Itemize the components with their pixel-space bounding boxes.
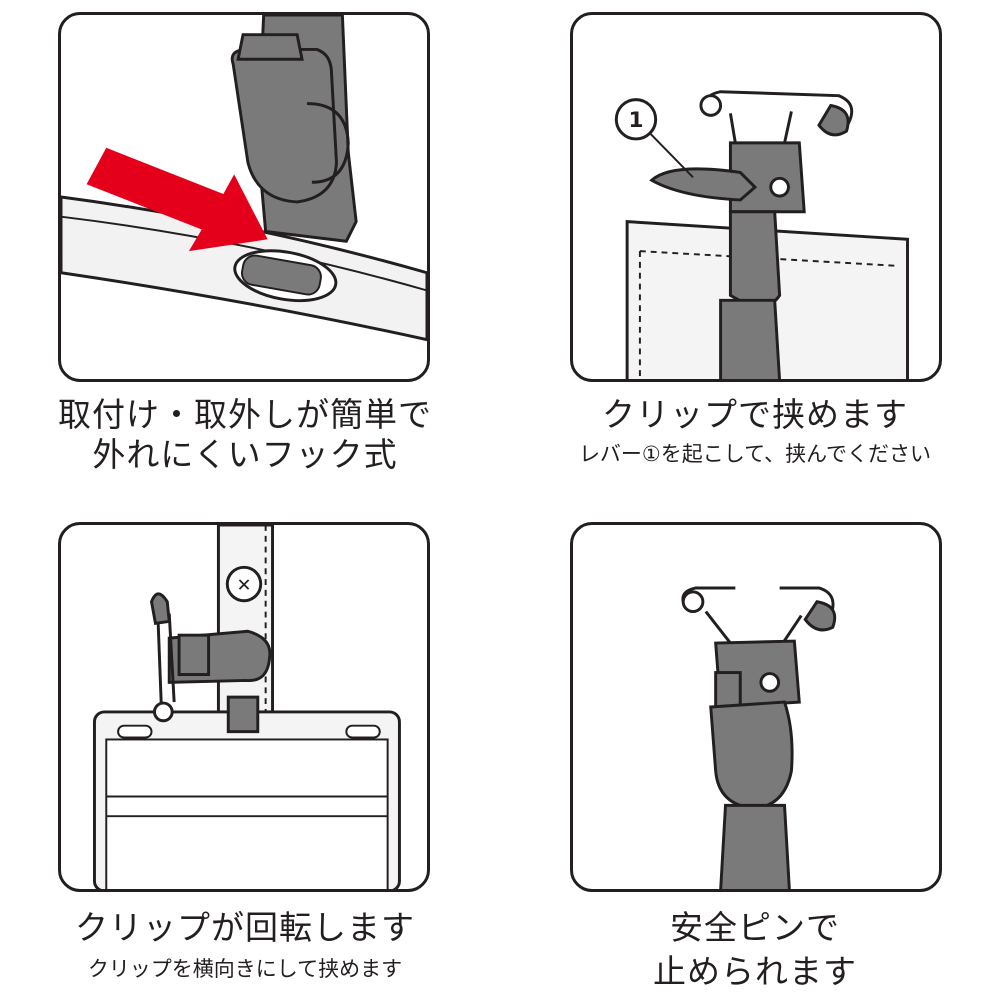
panel-hook [58,12,430,382]
pin-illustration [681,586,837,889]
caption-hook-line2: 外れにくいフック式 [92,435,398,474]
caption-clip-sub: レバー①を起こして、挟んでください [578,442,932,466]
panel-pin [570,522,942,892]
hook-illustration [61,15,427,342]
caption-hook: 取付け・取外しが簡単で 外れにくいフック式 [40,395,450,475]
caption-pin-line1: 安全ピンで [670,908,840,947]
caption-clip-line1: クリップで挟めます [602,395,908,434]
caption-hook-line1: 取付け・取外しが簡単で [58,395,432,434]
caption-rotate-line1: クリップが回転します [75,908,415,947]
caption-rotate: クリップが回転します クリップを横向きにして挟めます [40,908,450,982]
caption-rotate-sub: クリップを横向きにして挟めます [87,957,403,981]
marker-1-label: 1 [628,108,643,133]
panel-rotate: ✕ [58,522,430,892]
caption-pin-line2: 止められます [653,952,857,991]
rotate-illustration: ✕ [92,525,401,889]
svg-text:✕: ✕ [237,576,252,596]
clip-illustration: 1 [614,90,909,379]
direction-arrow-icon [86,147,268,252]
marker-1-badge: 1 [614,98,658,141]
panel-clip: 1 [570,12,942,382]
caption-clip: クリップで挟めます レバー①を起こして、挟んでください [545,395,965,467]
caption-pin: 安全ピンで 止められます [545,908,965,992]
